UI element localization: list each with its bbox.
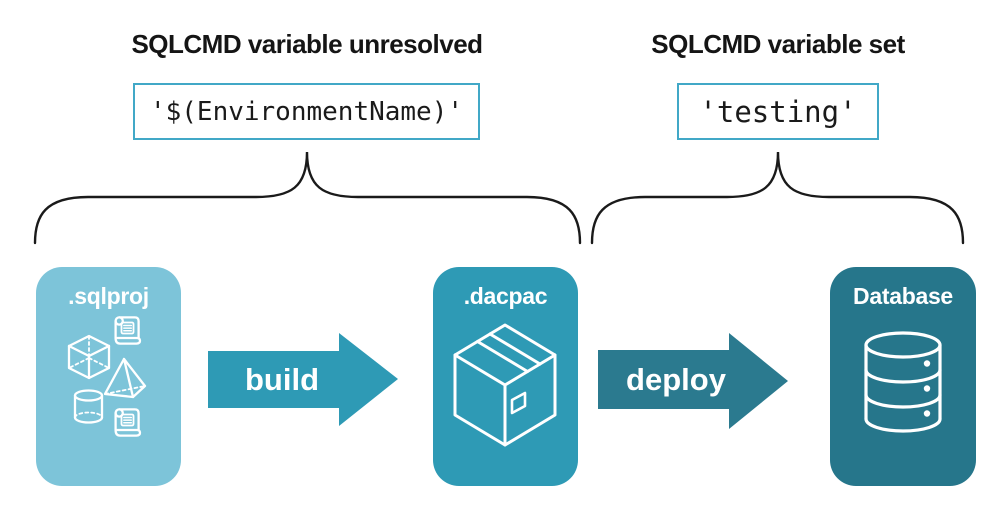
deploy-arrow [598, 333, 788, 429]
node-database-label: Database [853, 283, 953, 309]
node-sqlproj-label: .sqlproj [68, 283, 149, 309]
sql-objects-icon [67, 316, 147, 437]
build-arrow [208, 333, 398, 426]
cylinder-icon [73, 389, 104, 402]
scroll-icon [114, 408, 142, 437]
left-brace [33, 151, 582, 245]
node-database: Database [830, 267, 976, 486]
scroll-icon [114, 316, 142, 345]
code-box-set: 'testing' [677, 83, 879, 140]
node-sqlproj: .sqlproj [36, 267, 181, 486]
package-icon [453, 323, 557, 447]
node-dacpac-label: .dacpac [463, 283, 548, 309]
node-dacpac: .dacpac [433, 267, 578, 486]
database-icon [864, 331, 942, 433]
code-text-unresolved: '$(EnvironmentName)' [149, 96, 464, 127]
heading-variable-set: SQLCMD variable set [651, 29, 905, 59]
code-text-set: 'testing' [699, 94, 857, 129]
right-brace [590, 151, 965, 245]
deploy-arrow-label: deploy [626, 362, 726, 397]
build-arrow-label: build [244, 362, 320, 397]
heading-variable-unresolved: SQLCMD variable unresolved [131, 29, 483, 59]
code-box-unresolved: '$(EnvironmentName)' [133, 83, 480, 140]
